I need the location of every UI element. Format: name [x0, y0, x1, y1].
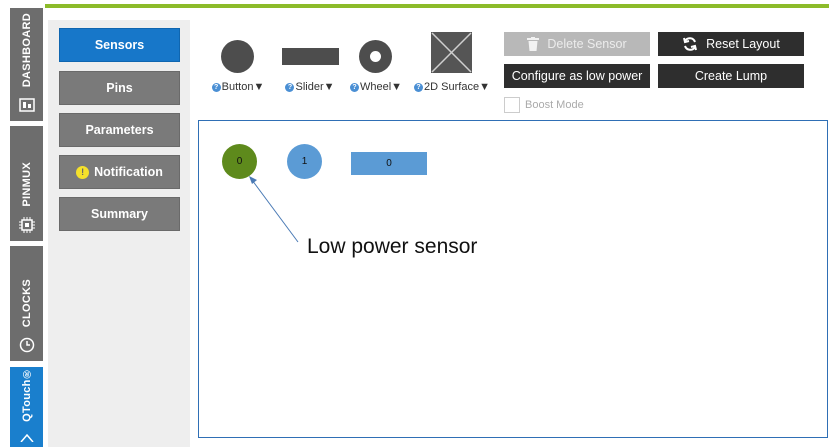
dashboard-icon — [18, 97, 35, 113]
wheel-shape-icon — [359, 40, 392, 73]
nav-parameters-button[interactable]: Parameters — [59, 113, 180, 147]
tab-qtouch[interactable]: QTouch® — [10, 367, 43, 447]
delete-sensor-label: Delete Sensor — [547, 37, 627, 51]
low-power-annotation: Low power sensor — [307, 235, 478, 258]
sensor-layout-canvas[interactable]: 0 1 0 — [198, 120, 828, 438]
delete-sensor-button[interactable]: Delete Sensor — [504, 32, 650, 56]
help-icon: ? — [211, 83, 221, 92]
qtouch-icon — [19, 432, 35, 445]
top-accent-bar — [45, 4, 829, 8]
boost-mode-label: Boost Mode — [525, 99, 584, 111]
boost-mode-checkbox[interactable] — [504, 97, 520, 113]
help-icon: ? — [285, 83, 295, 92]
nav-parameters-label: Parameters — [85, 123, 154, 137]
palette-slider-sensor[interactable]: ?Slider▼ — [270, 30, 350, 100]
nav-pins-button[interactable]: Pins — [59, 71, 180, 105]
palette-button-sensor[interactable]: ?Button▼ — [198, 30, 278, 100]
sensor-button-0-low-power[interactable]: 0 — [222, 144, 257, 179]
tab-dashboard-label: DASHBOARD — [20, 12, 33, 87]
nav-summary-button[interactable]: Summary — [59, 197, 180, 231]
boost-mode-checkbox-row[interactable]: Boost Mode — [504, 97, 584, 113]
create-lump-label: Create Lump — [694, 69, 768, 83]
reset-layout-label: Reset Layout — [706, 37, 780, 51]
nav-notification-button[interactable]: ! Notification — [59, 155, 180, 189]
sensor-1-label: 1 — [301, 156, 308, 167]
2d-surface-shape-icon — [431, 32, 472, 73]
sensor-button-1[interactable]: 1 — [287, 144, 322, 179]
nav-sensors-label: Sensors — [94, 38, 145, 52]
create-lump-button[interactable]: Create Lump — [658, 64, 804, 88]
configuration-nav-panel: Sensors Pins Parameters ! Notification S… — [48, 20, 190, 447]
palette-button-label: ?Button▼ — [198, 81, 278, 93]
configure-low-power-button[interactable]: Configure as low power — [504, 64, 650, 88]
palette-2d-surface-label: ?2D Surface▼ — [412, 81, 492, 93]
chip-icon — [18, 217, 35, 233]
nav-notification-label: Notification — [94, 165, 163, 179]
help-icon: ? — [414, 83, 424, 92]
trash-icon — [527, 37, 540, 51]
tab-qtouch-label: QTouch® — [20, 367, 33, 422]
palette-2d-surface-sensor[interactable]: ?2D Surface▼ — [412, 30, 492, 100]
warning-icon: ! — [76, 165, 90, 179]
reset-layout-button[interactable]: Reset Layout — [658, 32, 804, 56]
sensor-0-label: 0 — [236, 156, 243, 167]
nav-summary-label: Summary — [91, 207, 148, 221]
slider-0-label: 0 — [386, 158, 392, 169]
vertical-tab-bar: DASHBOARD PINMUX CLOCKS QTouch® — [0, 0, 45, 447]
tab-clocks[interactable]: CLOCKS — [10, 246, 43, 361]
palette-wheel-sensor[interactable]: ?Wheel▼ — [336, 30, 416, 100]
tab-dashboard[interactable]: DASHBOARD — [10, 8, 43, 121]
slider-shape-icon — [282, 48, 339, 65]
nav-pins-label: Pins — [106, 81, 133, 95]
tab-pinmux-label: PINMUX — [20, 162, 33, 207]
clock-icon — [19, 337, 35, 353]
sensor-slider-0[interactable]: 0 — [351, 152, 427, 175]
nav-sensors-button[interactable]: Sensors — [59, 28, 180, 62]
configure-low-power-label: Configure as low power — [511, 69, 643, 83]
palette-wheel-label: ?Wheel▼ — [336, 81, 416, 93]
tab-clocks-label: CLOCKS — [20, 278, 33, 327]
button-shape-icon — [221, 40, 254, 73]
help-icon: ? — [349, 83, 359, 92]
tab-pinmux[interactable]: PINMUX — [10, 126, 43, 241]
palette-slider-label: ?Slider▼ — [270, 81, 350, 93]
refresh-icon — [682, 36, 698, 52]
